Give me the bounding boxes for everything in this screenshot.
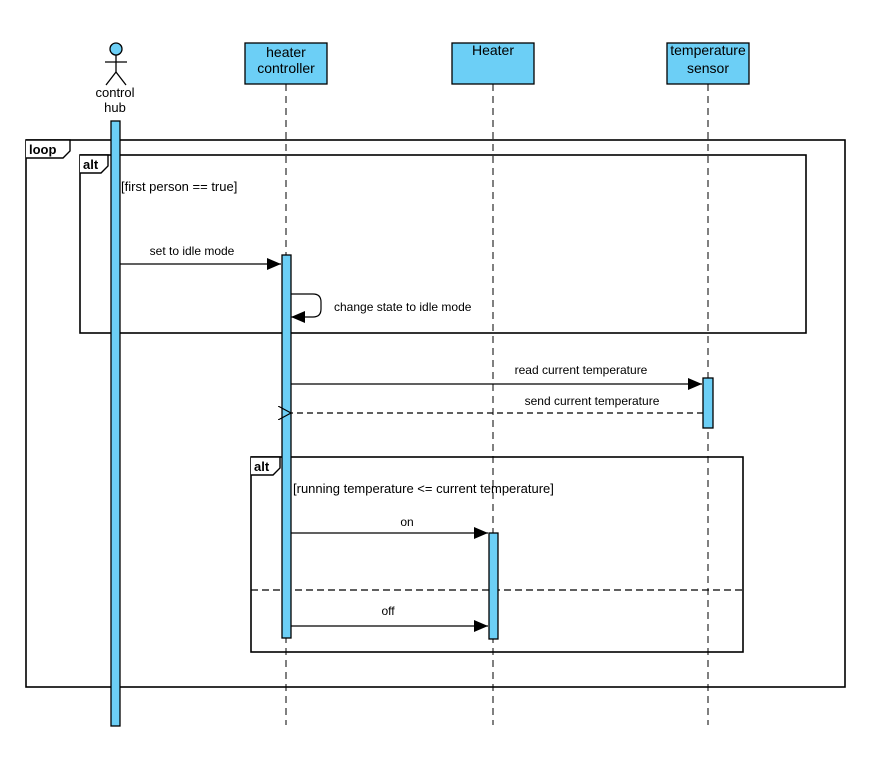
- message-label: change state to idle mode: [334, 300, 472, 314]
- guard-first-person: [first person == true]: [121, 179, 237, 194]
- participant-temperature-sensor[interactable]: temperature sensor: [666, 42, 750, 85]
- activation-bar-heater: [488, 532, 499, 640]
- message-set-to-idle-mode[interactable]: set to idle mode: [120, 244, 281, 270]
- participant-label-line-1: heater: [266, 44, 306, 60]
- participant-heater[interactable]: Heater: [451, 42, 535, 85]
- participant-label-line-2: sensor: [687, 60, 729, 76]
- message-label: send current temperature: [525, 394, 660, 408]
- message-read-current-temperature[interactable]: read current temperature: [291, 363, 702, 390]
- participant-label-line-1: Heater: [472, 42, 514, 58]
- alt-operator-label: alt: [254, 459, 270, 474]
- message-change-state-to-idle-mode[interactable]: change state to idle mode: [291, 293, 472, 323]
- participant-label-line-2: hub: [104, 100, 126, 115]
- loop-fragment: loop: [25, 139, 846, 688]
- message-send-current-temperature[interactable]: send current temperature: [291, 394, 703, 413]
- message-label: read current temperature: [515, 363, 648, 377]
- actor-stick-figure-icon: [105, 42, 127, 86]
- message-label: on: [400, 515, 413, 529]
- participant-label-line-1: temperature: [670, 42, 746, 58]
- loop-operator-label: loop: [29, 142, 56, 157]
- alt-fragment-first-person: alt [first person == true]: [79, 154, 807, 334]
- guard-running-temperature: [running temperature <= current temperat…: [293, 481, 554, 496]
- message-label: off: [381, 604, 395, 618]
- participant-heater-controller[interactable]: heater controller: [244, 42, 328, 85]
- participant-control-hub[interactable]: control hub: [95, 42, 135, 115]
- activation-bar-heater-controller: [281, 254, 292, 639]
- participant-label-line-2: controller: [257, 60, 315, 76]
- message-off[interactable]: off: [291, 604, 488, 632]
- alt-operator-label: alt: [83, 157, 99, 172]
- activation-bar-temperature-sensor: [702, 377, 714, 429]
- message-on[interactable]: on: [291, 515, 488, 539]
- activation-bar-control-hub: [110, 120, 121, 727]
- message-label: set to idle mode: [150, 244, 235, 258]
- participant-label-line-1: control: [95, 85, 134, 100]
- alt-fragment-temperature: alt [running temperature <= current temp…: [250, 456, 744, 653]
